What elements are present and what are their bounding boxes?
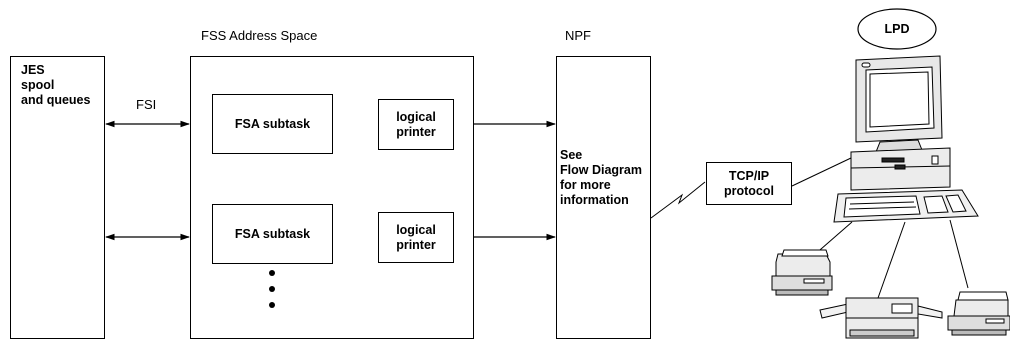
workstation-icon bbox=[833, 55, 979, 223]
logical-printer-box-2: logical printer bbox=[378, 212, 454, 263]
more-subtasks-dot-3 bbox=[269, 302, 275, 308]
printer-left-icon bbox=[771, 249, 833, 296]
npf-see-label: See bbox=[560, 148, 583, 162]
logical-printer-line2-1: printer bbox=[396, 124, 436, 139]
npf-flow-diagram-label: Flow Diagram bbox=[560, 163, 642, 177]
workstation-to-printer-center-line bbox=[877, 221, 906, 299]
jes-spool-label: spool bbox=[21, 78, 55, 92]
jes-spool-box: JES spool and queues bbox=[10, 56, 105, 339]
jes-queues-label: and queues bbox=[21, 93, 91, 107]
jes-label: JES bbox=[21, 63, 45, 77]
fsi-label: FSI bbox=[136, 97, 157, 112]
fsa-subtask-label-1: FSA subtask bbox=[234, 116, 311, 131]
logical-printer-line1-2: logical bbox=[396, 222, 436, 237]
workstation-to-printer-right-line bbox=[949, 219, 969, 289]
more-subtasks-dot-1 bbox=[269, 270, 275, 276]
logical-printer-line1-1: logical bbox=[396, 109, 436, 124]
network-link-zigzag bbox=[650, 181, 706, 219]
fsa-subtask-box-2: FSA subtask bbox=[212, 204, 333, 264]
protocol-label: protocol bbox=[724, 183, 774, 198]
tcpip-label: TCP/IP bbox=[728, 168, 770, 183]
printer-center-icon bbox=[819, 297, 943, 339]
printer-right-icon bbox=[947, 291, 1010, 336]
workstation-to-printer-left-line bbox=[812, 221, 853, 257]
npf-for-more-label: for more bbox=[560, 178, 611, 192]
npf-box: See Flow Diagram for more information bbox=[556, 56, 651, 339]
fsa-subtask-box-1: FSA subtask bbox=[212, 94, 333, 154]
npf-label: NPF bbox=[565, 28, 591, 43]
npf-information-label: information bbox=[560, 193, 629, 207]
logical-printer-line2-2: printer bbox=[396, 237, 436, 252]
fss-address-space-label: FSS Address Space bbox=[201, 28, 318, 43]
more-subtasks-dot-2 bbox=[269, 286, 275, 292]
logical-printer-box-1: logical printer bbox=[378, 99, 454, 150]
fsa-subtask-label-2: FSA subtask bbox=[234, 226, 311, 241]
tcpip-protocol-box: TCP/IP protocol bbox=[706, 162, 792, 205]
lpd-label: LPD bbox=[884, 21, 910, 36]
tcpip-to-workstation-line bbox=[791, 157, 852, 187]
